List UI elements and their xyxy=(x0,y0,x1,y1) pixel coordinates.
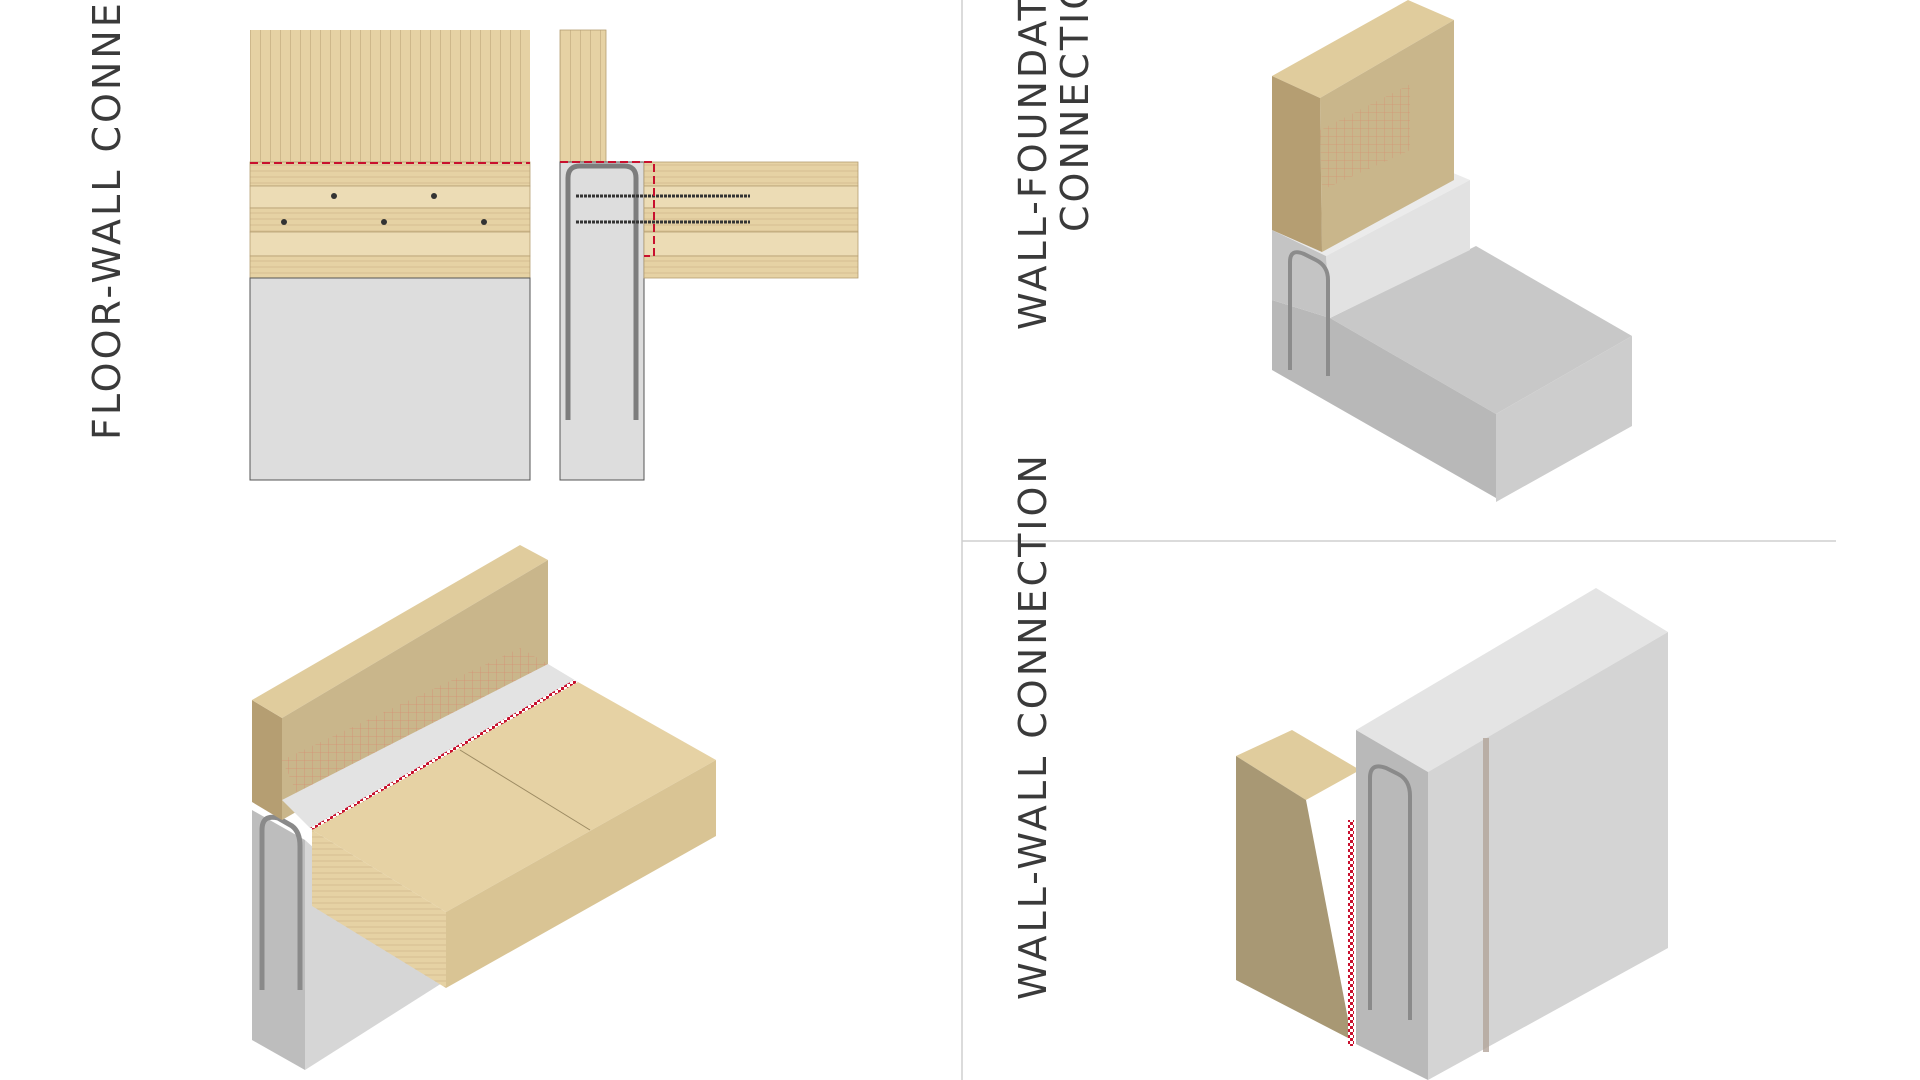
concrete-wall xyxy=(249,277,531,481)
wall-wall-isometric xyxy=(1236,588,1668,1080)
rebar-iso xyxy=(259,814,303,990)
membrane-grid-wall xyxy=(1320,84,1410,190)
clt-floor-layer-5 xyxy=(249,255,531,279)
concrete-wall-top-ww xyxy=(1356,588,1668,772)
membrane-grid xyxy=(282,648,548,800)
clt-floor-front xyxy=(312,830,446,988)
concrete-wall-front xyxy=(252,810,305,1070)
clt-floor-section-1 xyxy=(643,161,859,187)
floor-wall-isometric xyxy=(252,545,716,1070)
upstand-face xyxy=(1326,180,1470,318)
concrete-wall-front-ww xyxy=(1356,730,1428,1080)
clt-floor-section-4 xyxy=(643,231,859,257)
clt-floor-layer-1 xyxy=(249,161,531,187)
clt-floor-layer-4 xyxy=(249,231,531,257)
panel-joint xyxy=(459,749,591,831)
dowel-1 xyxy=(331,193,337,199)
clt-wall-face-ww xyxy=(1236,756,1352,1040)
floor-wall-label: FLOOR-WALL CONNECTION xyxy=(85,0,129,440)
concrete-wall-section xyxy=(559,161,645,481)
membrane-strip-ww xyxy=(1348,820,1354,1046)
floor-wall-section xyxy=(559,29,859,481)
clt-wall-panel xyxy=(250,30,530,162)
foundation-top xyxy=(1330,246,1632,414)
clt-wall-section xyxy=(559,29,607,163)
upstand-front xyxy=(1272,230,1330,318)
clt-wall-front xyxy=(252,700,282,820)
foundation-side xyxy=(1496,336,1632,502)
clt-floor-section-5 xyxy=(643,255,859,279)
membrane-outline xyxy=(560,161,655,257)
floor-wall-elevation xyxy=(249,30,531,481)
clt-wall-top xyxy=(252,545,548,718)
dowel-4 xyxy=(381,219,387,225)
clt-floor-layer-3 xyxy=(249,207,531,233)
wall-top xyxy=(1272,0,1454,98)
clt-floor-top xyxy=(312,682,716,912)
dowel-2 xyxy=(431,193,437,199)
wall-foundation-label-line1: WALL-FOUNDATION xyxy=(1011,0,1055,330)
rebar-foundation xyxy=(1288,250,1330,376)
dowel-3 xyxy=(281,219,287,225)
clt-wall-top-ww xyxy=(1236,730,1360,800)
wall-front xyxy=(1272,76,1322,252)
dowel-5 xyxy=(481,219,487,225)
clt-floor-section-3 xyxy=(643,207,859,233)
wall-wall-label: WALL-WALL CONNECTION xyxy=(1011,452,1055,1000)
rebar-stirrup xyxy=(565,163,639,420)
wall-foundation-label-line2: CONNECTION xyxy=(1053,0,1097,232)
concrete-ledge xyxy=(282,664,578,830)
clt-floor-layer-2 xyxy=(249,185,531,209)
rebar-ww xyxy=(1368,764,1412,1020)
wall-foundation-isometric xyxy=(1272,0,1632,502)
clt-floor-side xyxy=(446,760,716,988)
